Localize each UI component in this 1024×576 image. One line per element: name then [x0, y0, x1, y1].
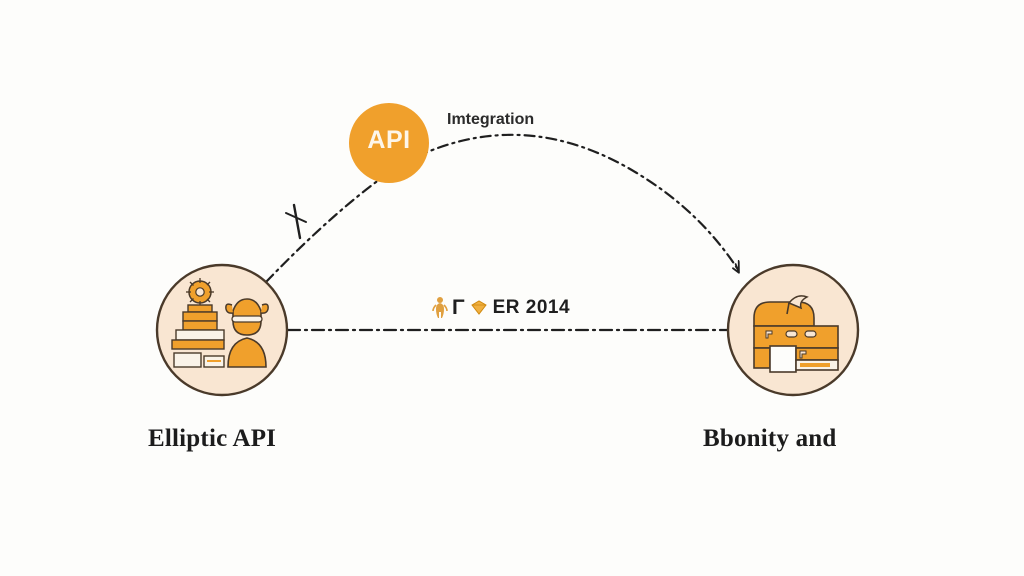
- person-with-gear-and-books-icon: [171, 278, 269, 368]
- right-node[interactable]: [726, 263, 860, 397]
- left-node-label: Elliptic API: [148, 425, 277, 452]
- factory-building-icon: [753, 295, 839, 373]
- small-orange-figure-icon: [432, 297, 448, 318]
- api-badge[interactable]: [349, 103, 429, 183]
- api-badge-label: API: [367, 126, 411, 154]
- curved-edge-label: Imtegration: [447, 111, 535, 128]
- cross-tick-marker: [285, 203, 307, 240]
- api-badge-circle: [349, 103, 429, 183]
- center-edge-text: ER 2014: [492, 297, 571, 318]
- curved-connector: [264, 133, 737, 284]
- left-node[interactable]: [155, 263, 289, 397]
- center-edge-prefix-glyph: Γ: [452, 296, 465, 319]
- center-edge-label-group: Γ ER 2014: [430, 296, 573, 320]
- orange-diamond-icon: [470, 300, 487, 315]
- right-node-label: Bbonity and: [703, 425, 837, 452]
